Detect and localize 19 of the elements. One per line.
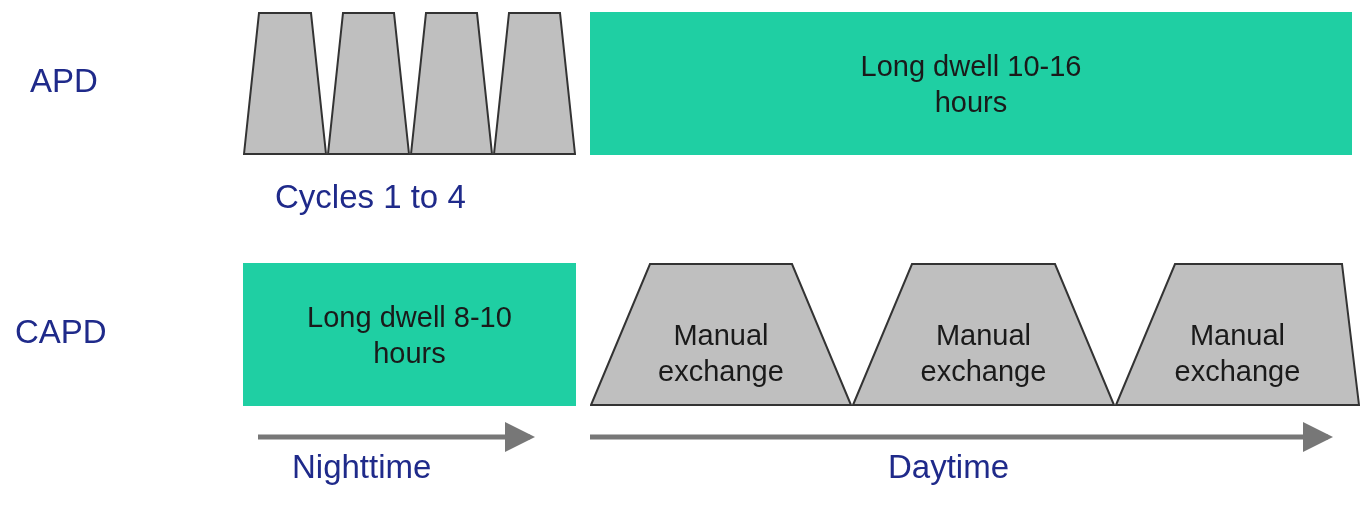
trapezoid-shape — [327, 12, 410, 155]
block-label: Manual exchange — [1173, 317, 1302, 389]
trapezoid-shape — [493, 12, 576, 155]
period-label: Daytime — [888, 448, 1010, 486]
trapezoid-shape — [1115, 263, 1360, 406]
block-label: Long dwell 10-16 hours — [859, 48, 1083, 120]
block-label: Manual exchange — [919, 317, 1048, 389]
block-label: Long dwell 8-10 hours — [306, 299, 513, 371]
trapezoid-shape — [410, 12, 493, 155]
trapezoid-shape — [590, 263, 852, 406]
block-label: Manual exchange — [657, 317, 785, 389]
period-label: Nighttime — [292, 448, 432, 486]
row-label: CAPD — [15, 313, 107, 351]
caption-text: Cycles 1 to 4 — [275, 178, 466, 216]
time-block — [243, 263, 576, 406]
row-label: APD — [30, 62, 98, 100]
trapezoid-shape — [852, 263, 1115, 406]
trapezoid-shape — [243, 12, 327, 155]
time-block — [590, 12, 1352, 155]
